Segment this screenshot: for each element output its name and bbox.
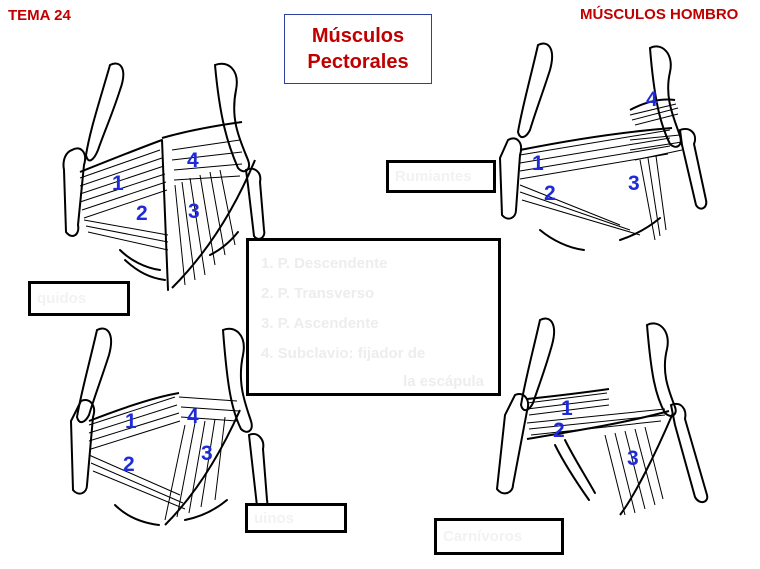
title-box: Músculos Pectorales [284,14,432,84]
label-number-2: 2 [136,202,148,225]
answer-text-top-right: Rumiantes [395,168,472,185]
label-number-1: 1 [532,152,544,175]
illustration-equine: 1 2 3 4 [62,62,266,291]
label-number-1: 1 [125,410,137,433]
label-number-4: 4 [187,405,199,428]
label-number-2: 2 [123,453,135,476]
answer-box-top-right[interactable]: Rumiantes [386,160,496,193]
label-number-3: 3 [628,172,640,195]
label-number-1: 1 [112,172,124,195]
legend-item-2: 2. P. Transverso [261,285,375,302]
illustration-ruminant: 1 2 3 4 [498,42,708,251]
answer-box-bottom-left[interactable]: uinos [245,503,347,533]
topic-label: TEMA 24 [8,7,71,24]
legend-item-1: 1. P. Descendente [261,255,388,272]
label-number-1: 1 [561,397,573,420]
answer-box-bottom-right[interactable]: Carnívoros [434,518,564,555]
title-line-1: Músculos [311,25,405,47]
label-number-3: 3 [188,200,200,223]
legend-item-4: 4. Subclavio: fijador de [261,345,426,362]
label-number-4: 4 [646,88,658,111]
legend-item-3: 3. P. Ascendente [261,315,379,332]
answer-box-top-left[interactable]: quidos [28,281,130,316]
label-number-3: 3 [201,442,213,465]
label-number-4: 4 [187,149,199,172]
title-line-2: Pectorales [307,51,409,73]
legend-item-4-continuation: la escápula [403,373,484,390]
answer-text-bottom-left: uinos [254,509,294,527]
answer-text-bottom-right: Carnívoros [443,528,523,545]
answer-text-top-left: quidos [37,290,87,307]
legend-box: 1. P. Descendente 2. P. Transverso 3. P.… [246,238,501,396]
label-number-2: 2 [544,182,556,205]
illustration-carnivore: 1 2 3 [495,317,709,516]
illustration-equine-lower: 1 2 3 4 [69,327,269,526]
label-number-3: 3 [627,447,639,470]
label-number-2: 2 [553,419,565,442]
subject-label: MÚSCULOS HOMBRO [580,6,739,23]
